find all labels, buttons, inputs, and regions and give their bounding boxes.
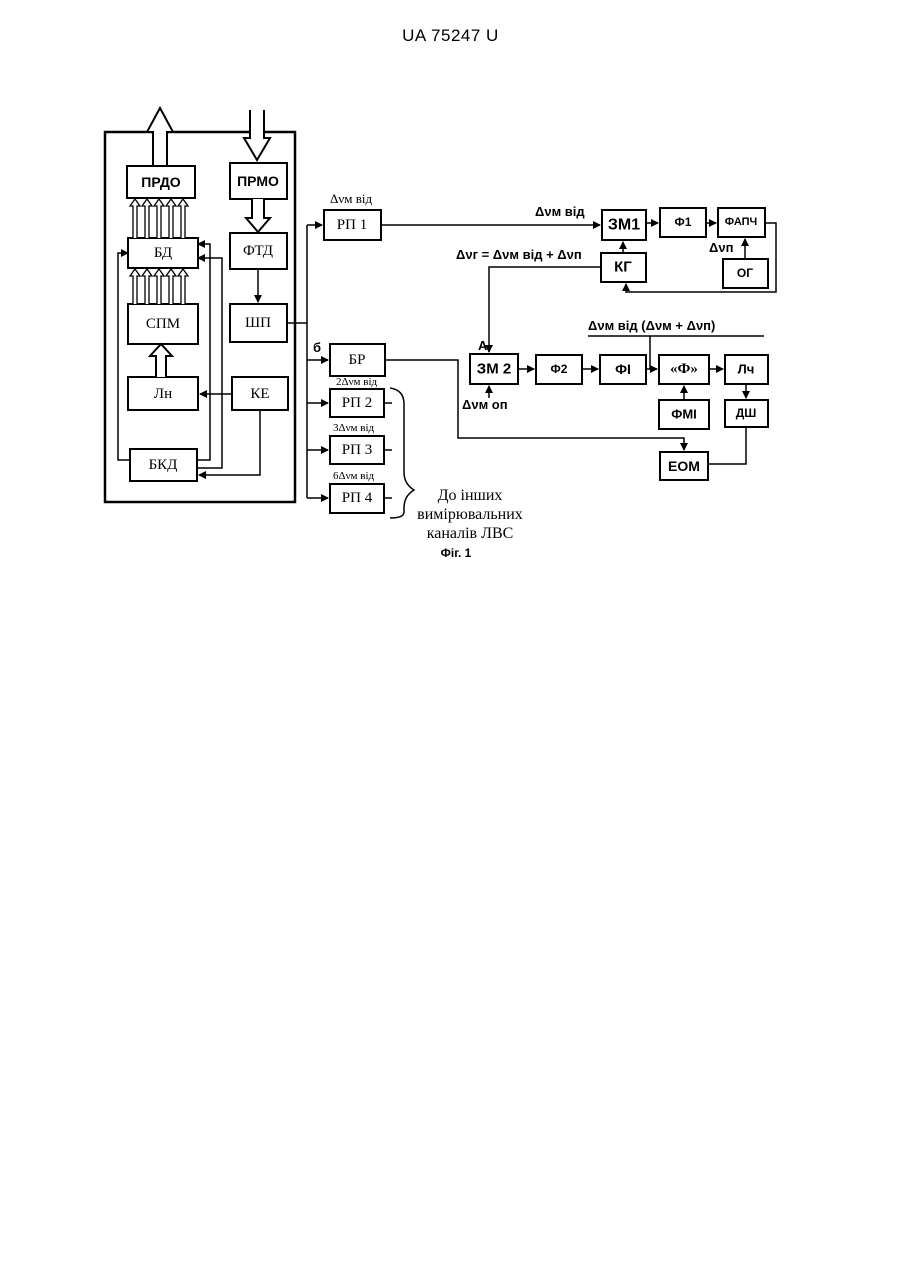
ln-to-spm-arrow	[150, 344, 172, 377]
prdo-output-arrow	[147, 108, 173, 166]
label-zm1: ЗМ1	[608, 217, 640, 234]
rp3-input-label: 3Δνм від	[333, 422, 375, 434]
dsh-to-eom	[708, 427, 746, 464]
label-prmo: ПРМО	[237, 173, 279, 189]
label-br: БР	[349, 352, 366, 368]
note-line-1: До інших	[438, 487, 503, 504]
label-rp3: РП 3	[342, 442, 372, 458]
prmo-input-arrow	[244, 110, 270, 160]
label-f2: Ф2	[551, 362, 568, 376]
label-ln: Лн	[154, 386, 172, 402]
label-bkd: БКД	[149, 457, 178, 473]
note-line-2: вимірювальних	[417, 506, 523, 523]
rp1-input-label: Δνм від	[330, 191, 372, 206]
label-rp1: РП 1	[337, 217, 367, 233]
zm2-ref-label: Δνм оп	[462, 397, 508, 412]
ke-to-bkd-arrow	[199, 410, 260, 475]
label-rp2: РП 2	[342, 395, 372, 411]
note-line-3: каналів ЛВС	[427, 525, 514, 542]
label-fmi: ФМІ	[671, 407, 697, 422]
rp2-input-label: 2Δνм від	[336, 376, 378, 388]
og-output-label: Δνп	[709, 240, 733, 255]
label-rp4: РП 4	[342, 490, 373, 506]
bus-spm-to-bd	[130, 269, 188, 304]
prmo-to-ftd-arrow	[246, 199, 270, 232]
zm2-mix-label: Δνм від (Δνм + Δνп)	[588, 318, 715, 333]
label-ftd: ФТД	[243, 243, 273, 259]
rp4-input-label: 6Δνм від	[333, 470, 375, 482]
label-eom: ЕОМ	[668, 458, 700, 474]
bkd-to-bd-loop	[118, 253, 130, 460]
point-b-label: б	[313, 340, 321, 355]
label-shp: ШП	[245, 315, 271, 331]
label-prdo: ПРДО	[141, 174, 180, 190]
label-bd: БД	[154, 245, 172, 261]
label-kg: КГ	[614, 259, 632, 276]
label-fl: «Ф»	[670, 361, 698, 377]
kg-output-label: Δνг = Δνм від + Δνп	[456, 247, 582, 262]
label-spm: СПМ	[146, 316, 180, 332]
label-lch: Лч	[738, 362, 755, 377]
label-fapch: ФАПЧ	[725, 216, 758, 228]
figure-caption: Фіг. 1	[441, 546, 472, 560]
label-dsh: ДШ	[736, 406, 757, 420]
label-ke: КЕ	[250, 386, 269, 402]
bkd-to-bd-right-loop	[197, 244, 210, 460]
label-fi: ФІ	[615, 361, 631, 377]
label-zm2: ЗМ 2	[477, 361, 511, 378]
label-og: ОГ	[737, 266, 753, 280]
label-f1: Ф1	[675, 215, 692, 229]
bus-bd-to-prdo	[130, 199, 188, 238]
point-a-label: А	[478, 338, 488, 353]
zm1-input-label: Δνм від	[535, 204, 585, 219]
channels-brace	[390, 388, 414, 518]
kg-to-zm2	[489, 267, 601, 352]
